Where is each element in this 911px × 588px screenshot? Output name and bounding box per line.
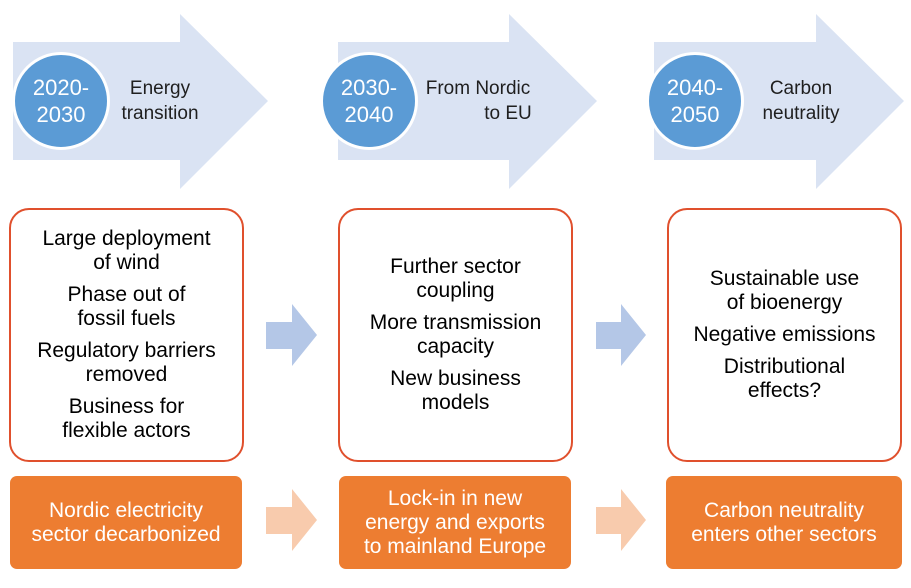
header-arrow-2 bbox=[338, 14, 597, 189]
outcome-arrow-2 bbox=[596, 489, 646, 551]
card-arrow-2 bbox=[596, 304, 646, 366]
card-arrow-1 bbox=[266, 304, 317, 366]
milestone-item: Negative emissions bbox=[693, 323, 876, 346]
period-circle-2: 2030-2040 bbox=[320, 52, 418, 150]
period-circle-3: 2040-2050 bbox=[646, 52, 744, 150]
period-circle-1: 2020-2030 bbox=[12, 52, 110, 150]
outcome-arrow-1 bbox=[266, 489, 317, 551]
